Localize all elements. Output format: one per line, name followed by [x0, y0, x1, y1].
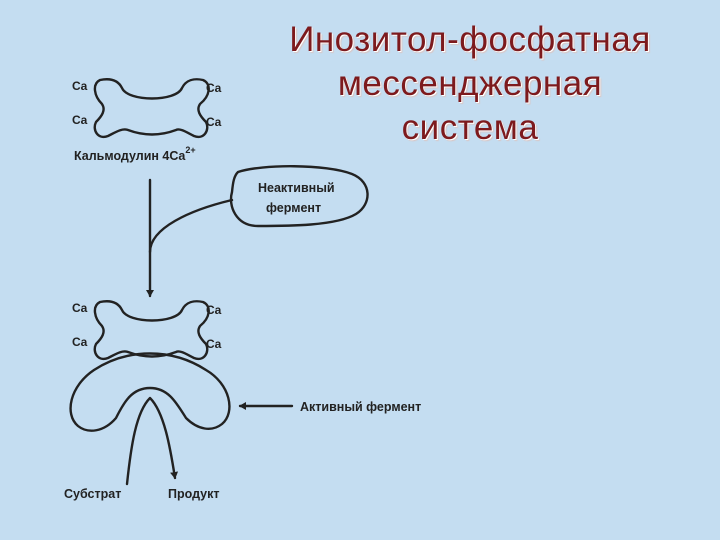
product-label: Продукт — [168, 487, 220, 501]
active-enzyme-shape — [69, 352, 231, 432]
ca-label: Ca — [72, 79, 88, 93]
ca-label: Ca — [72, 335, 88, 349]
ca-label: Ca — [206, 337, 222, 351]
calmodulin-shape-top — [93, 78, 210, 139]
calmodulin-caption-text: Кальмодулин 4Ca — [74, 149, 186, 163]
active-enzyme-label: Активный фермент — [300, 400, 421, 414]
title-line-2: мессенджерная — [337, 64, 603, 103]
inactive-enzyme-label-2: фермент — [266, 201, 321, 215]
substrate-label: Субстрат — [64, 487, 121, 501]
ca-label: Ca — [206, 115, 222, 129]
inactive-enzyme-shape — [229, 165, 369, 228]
ca-label: Ca — [206, 303, 222, 317]
slide-title: Инозитол-фосфатная мессенджерная система — [235, 18, 705, 150]
ca-label: Ca — [206, 81, 222, 95]
ca-label: Ca — [72, 113, 88, 127]
ca-label: Ca — [72, 301, 88, 315]
title-line-3: система — [401, 108, 539, 147]
title-line-1: Инозитол-фосфатная — [289, 20, 651, 59]
calmodulin-shape-bottom — [93, 300, 210, 361]
inactive-enzyme-label-1: Неактивный — [258, 181, 335, 195]
substrate-arrow — [125, 396, 179, 486]
inactive-enzyme-connector — [148, 198, 234, 254]
calmodulin-caption-sup: 2+ — [185, 145, 195, 155]
calmodulin-caption: Кальмодулин 4Ca2+ — [74, 145, 196, 163]
